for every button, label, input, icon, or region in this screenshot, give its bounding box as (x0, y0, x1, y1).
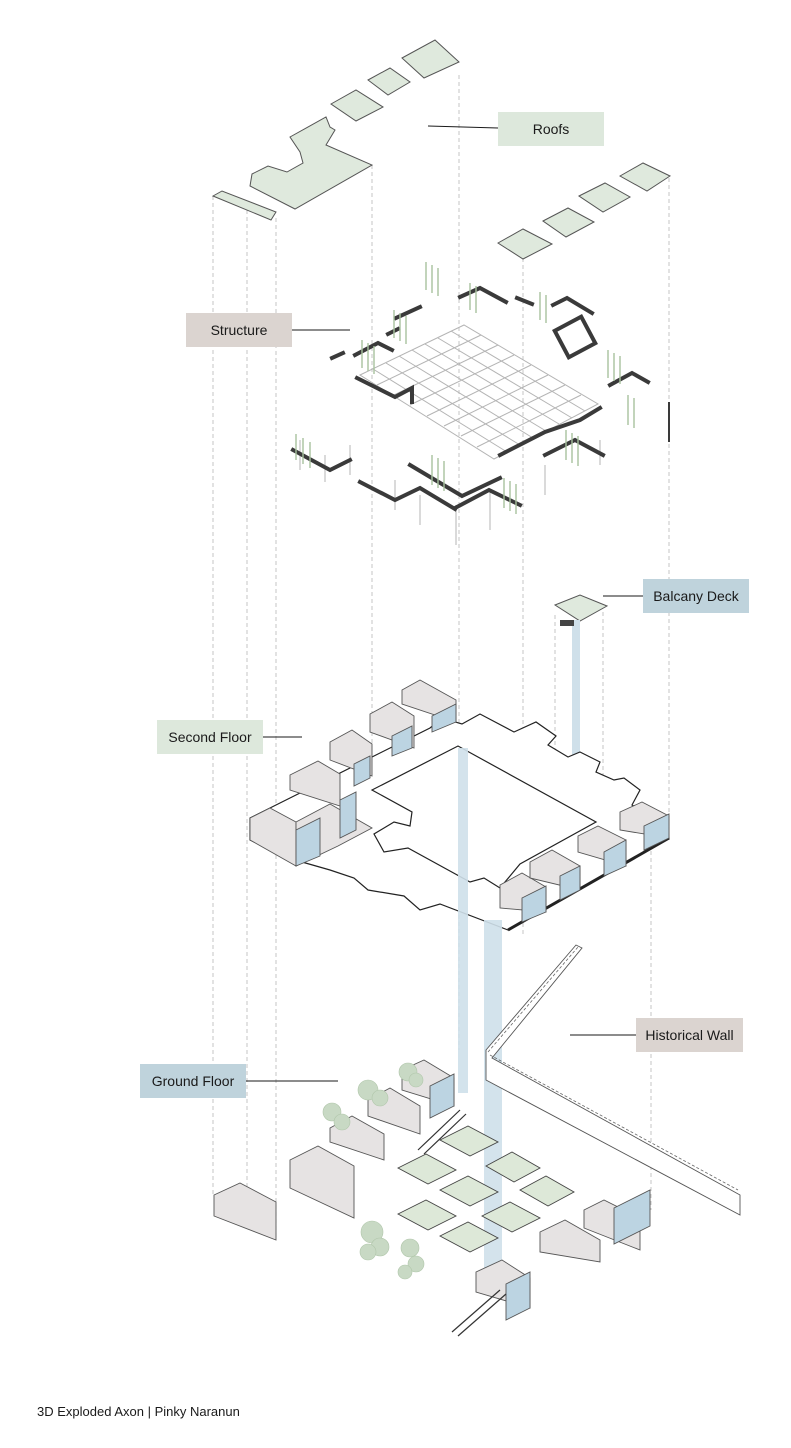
roof-plates (211, 39, 672, 622)
ground-floor-blocks (213, 1059, 651, 1337)
second-floor-rooms (249, 679, 670, 923)
structure-frame (290, 262, 670, 545)
figure-caption: 3D Exploded Axon | Pinky Naranun (37, 1404, 240, 1419)
label-balcony-deck: Balcany Deck (643, 579, 749, 613)
leader-lines (246, 125, 643, 1082)
trees (322, 1062, 425, 1280)
balcony-deck-column (560, 620, 580, 782)
historical-wall (485, 944, 741, 1216)
projection-lines (212, 75, 670, 1240)
label-second-floor: Second Floor (157, 720, 263, 754)
label-historical-wall: Historical Wall (636, 1018, 743, 1052)
label-structure: Structure (186, 313, 292, 347)
label-ground-floor: Ground Floor (140, 1064, 246, 1098)
vertical-voids (458, 748, 502, 1275)
label-roofs: Roofs (498, 112, 604, 146)
